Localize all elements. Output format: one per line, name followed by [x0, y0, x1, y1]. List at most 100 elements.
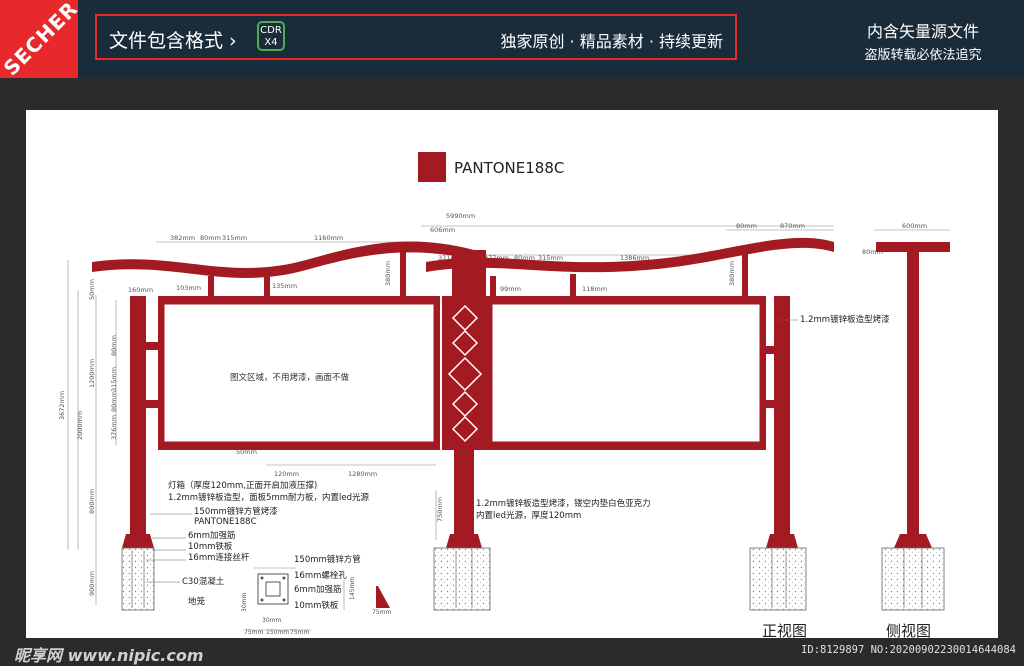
dim-v50: 50mm	[88, 279, 96, 300]
dim-135: 135mm	[272, 282, 297, 290]
dim-side80: 80mm	[862, 248, 883, 256]
header-bar: SECHER 文件包含格式 › CDR X4 独家原创 · 精品素材 · 持续更…	[0, 0, 1024, 78]
right-flange	[766, 534, 798, 548]
logo: SECHER	[0, 0, 78, 78]
graphic-area-note: 图文区域，不用烤漆，画面不做	[230, 372, 350, 383]
detail-d150: 150mm	[266, 629, 289, 636]
connector	[490, 276, 496, 296]
dim-b120: 120mm	[274, 470, 299, 478]
detail-rib: 6mm加强筋	[294, 584, 341, 595]
right-post	[774, 296, 790, 536]
connector	[264, 274, 270, 296]
site-watermark: 昵享网 www.nipic.com	[14, 646, 204, 665]
connector	[400, 246, 406, 296]
left-post	[130, 296, 146, 536]
dim-315a: 315mm	[222, 234, 247, 242]
right-graphic-area	[491, 303, 761, 443]
dim-v80: 80mm	[110, 335, 118, 356]
slogan: 独家原创 · 精品素材 · 持续更新	[500, 32, 723, 51]
file-format-label: 文件包含格式 ›	[109, 30, 237, 52]
dim-750: 750mm	[436, 497, 444, 522]
center-foundation	[433, 547, 491, 611]
file-format-box: 文件包含格式 › CDR X4 独家原创 · 精品素材 · 持续更新	[95, 14, 737, 60]
foundation-rods	[131, 550, 787, 608]
dim-side600: 600mm	[902, 222, 927, 230]
note-center-2: 内置led光源，厚度120mm	[476, 510, 581, 521]
note-plate: 10mm铁板	[188, 541, 233, 552]
dim-380b: 380mm	[728, 261, 736, 286]
center-panel	[442, 296, 488, 450]
note-cage: 地笼	[188, 596, 206, 607]
side-top-bar	[876, 242, 950, 252]
dim-80b: 80mm	[514, 254, 535, 262]
detail-d75a: 75mm	[244, 629, 263, 636]
note-pantone: PANTONE188C	[194, 517, 257, 527]
note-rod: 16mm连接丝杆	[188, 552, 250, 563]
dim-377: 377mm	[484, 254, 509, 262]
copyright-notice: 内含矢量源文件 盗版转载必依法追究	[828, 18, 1018, 63]
dim-118: 118mm	[582, 285, 607, 293]
drawing-canvas: PANTONE188C 5990mm 382mm 80mm 315mm 1160…	[26, 110, 998, 640]
center-post-top	[452, 250, 486, 298]
cdr-badge: CDR X4	[257, 21, 285, 51]
pantone-label: PANTONE188C	[454, 159, 564, 177]
arm	[762, 346, 776, 354]
detail-d75b: 75mm	[290, 629, 309, 636]
dim-380a: 380mm	[384, 261, 392, 286]
dim-1386: 1386mm	[620, 254, 649, 262]
detail-d30a: 30mm	[241, 593, 248, 612]
rib-detail	[376, 586, 390, 608]
note-tube: 150mm镀锌方管烤漆	[194, 506, 278, 517]
center-flange	[446, 534, 482, 548]
cdr-badge-line2: X4	[264, 37, 278, 48]
arm	[146, 342, 160, 350]
note-rib: 6mm加强筋	[188, 530, 235, 541]
image-id: ID:8129897 NO:20200902230014644084	[801, 644, 1016, 656]
detail-bolt: 16mm螺栓孔	[294, 570, 347, 581]
signboard-diagram: PANTONE188C 5990mm 382mm 80mm 315mm 1160…	[58, 152, 950, 640]
footer-bar: 昵享网 www.nipic.com ID:8129897 NO:20200902…	[0, 638, 1024, 666]
pantone-swatch	[418, 152, 446, 182]
note-lightbox-1: 灯箱（厚度120mm,正面开启加液压撑)	[168, 480, 317, 491]
side-foundation	[881, 547, 945, 611]
logo-band: SECHER	[0, 0, 78, 78]
detail-d30b: 30mm	[262, 617, 281, 624]
dim-371: 371mm	[438, 254, 463, 262]
dim-total: 5990mm	[446, 212, 475, 220]
note-center-1: 1.2mm镀锌板造型烤漆，镂空内垫白色亚克力	[476, 498, 651, 509]
detail-tube: 150mm镀锌方管	[294, 554, 361, 565]
top-wave-right	[426, 237, 834, 273]
copyright-line1: 内含矢量源文件	[866, 22, 979, 41]
side-flange	[894, 534, 932, 548]
dim-1280: 1280mm	[348, 470, 377, 478]
dim-80a: 80mm	[200, 234, 221, 242]
center-ornament	[447, 304, 483, 443]
front-view-title: 正视图	[762, 622, 807, 638]
side-view-structure	[876, 242, 950, 548]
dim-376: 376mm	[110, 415, 118, 440]
left-graphic-area	[163, 303, 435, 443]
side-post	[907, 252, 919, 536]
leader-lines	[146, 319, 798, 583]
dim-1160: 1160mm	[314, 234, 343, 242]
connector	[742, 252, 748, 296]
dim-160: 160mm	[128, 286, 153, 294]
note-lightbox-2: 1.2mm镀锌板造型，面板5mm耐力板，内置led光源	[168, 492, 370, 503]
center-post	[454, 450, 474, 536]
cdr-badge-line1: CDR	[260, 25, 282, 36]
top-wave-left	[92, 241, 474, 278]
dim-315b: 315mm	[538, 254, 563, 262]
note-concrete: C30混凝土	[182, 576, 225, 587]
dim-v315: 315mm	[110, 367, 118, 392]
dim-99: 99mm	[500, 285, 521, 293]
connector	[208, 276, 214, 296]
dim-103: 103mm	[176, 284, 201, 292]
dim-870: 870mm	[780, 222, 805, 230]
dim-b50: 50mm	[236, 448, 257, 456]
dim-606: 606mm	[430, 226, 455, 234]
detail-d145: 145mm	[349, 577, 356, 600]
dim-3672: 3672mm	[58, 391, 66, 420]
copyright-line2: 盗版转载必依法追究	[864, 48, 982, 63]
right-foundation	[749, 547, 807, 611]
dim-r80: 80mm	[736, 222, 757, 230]
